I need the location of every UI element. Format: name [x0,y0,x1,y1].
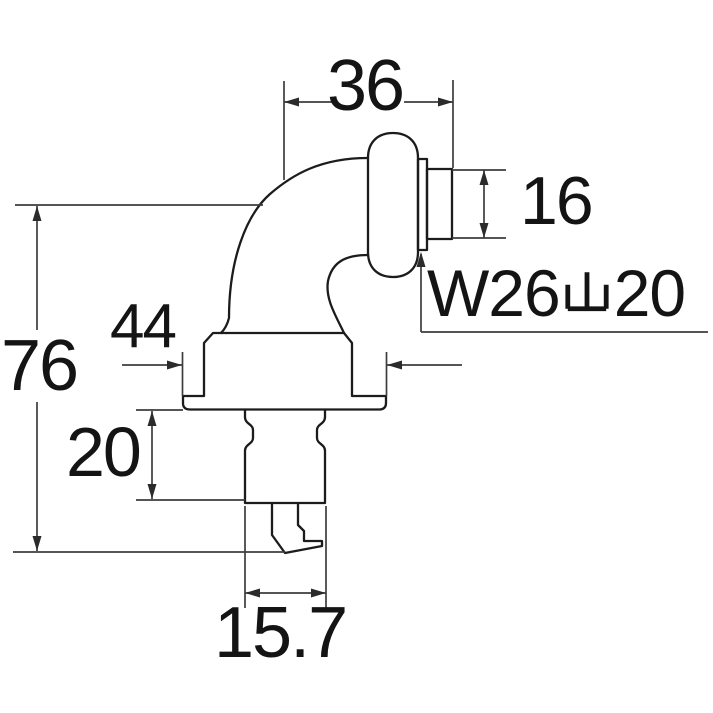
elbow-body-outline [219,156,370,335]
dim-label-outlet-diameter: 16 [520,163,594,239]
thread-ring-outline [416,157,429,252]
thread-spec-prefix: W26 [427,256,561,330]
dim-36-lines [283,80,454,180]
thread-spec-suffix: 20 [613,256,686,330]
dimension-linework [13,80,708,608]
dim-label-flange-width: 44 [110,292,177,361]
dim-16-lines [452,169,506,239]
dim-44-lines [122,352,462,396]
yama-thread-symbol-icon [565,272,609,312]
dim-label-thread-spec: W26 20 [427,256,686,330]
thread-leader-lines [416,252,708,333]
dim-20-lines [136,409,245,501]
shank-cylinder-outline [243,408,327,505]
dim-label-top-width: 36 [327,46,405,126]
dim-label-overall-height: 76 [1,326,79,406]
dim-15-7-lines [244,506,327,608]
dim-label-tail-width: 15.7 [214,593,348,673]
part-outline [181,131,454,555]
outlet-spigot-outline [425,167,454,241]
dim-76-lines [13,204,285,553]
dim-label-shank-length: 20 [66,413,142,491]
housing-flange-outline [181,331,388,411]
union-nut-outline [366,131,420,279]
tail-tab-outline [270,501,324,555]
